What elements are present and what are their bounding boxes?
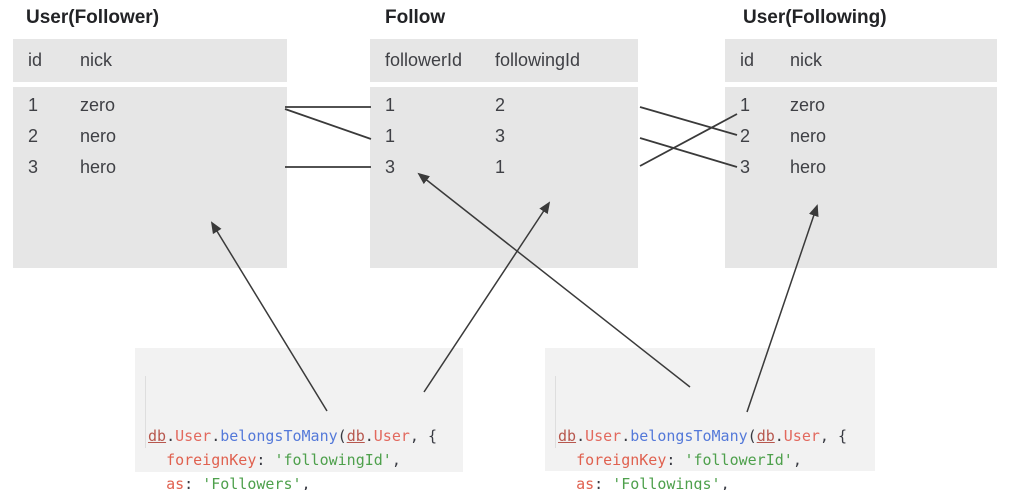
row-cell: 3 bbox=[385, 157, 396, 177]
table-header-user-following: id nick bbox=[725, 39, 997, 82]
table-body-user-following: 1 zero 2 nero 3 hero bbox=[725, 87, 997, 268]
connector-follow-row-3-followingId-1-to-following-row-1 bbox=[639, 113, 738, 167]
header-cell: followingId bbox=[495, 50, 581, 70]
code-token-str: 'Followings' bbox=[612, 475, 721, 490]
code-block-followers: db.User.belongsToMany(db.User, { foreign… bbox=[135, 348, 463, 490]
code-line: db.User.belongsToMany(db.User, { bbox=[558, 424, 875, 448]
code-token-p: : bbox=[256, 451, 275, 469]
row-cell: nero bbox=[790, 126, 827, 146]
header-cell: nick bbox=[790, 50, 823, 70]
row-cell: 3 bbox=[495, 126, 506, 146]
table-row: 1 zero bbox=[28, 90, 287, 121]
code-line: db.User.belongsToMany(db.User, { bbox=[148, 424, 463, 448]
code-token-p: . bbox=[364, 427, 374, 445]
table-body-user-follower: 1 zero 2 nero 3 hero bbox=[13, 87, 287, 268]
code-token-key: as bbox=[576, 475, 595, 490]
header-cell: id bbox=[28, 50, 43, 70]
code-token-p: . bbox=[774, 427, 784, 445]
table-row: 1 zero bbox=[740, 90, 997, 121]
code-token-var: User bbox=[175, 427, 212, 445]
connector-follower-row-1-to-follow-row-2 bbox=[284, 108, 372, 140]
table-row: 2 nero bbox=[740, 121, 997, 152]
code-token-p: ( bbox=[747, 427, 757, 445]
code-token-p: : bbox=[184, 475, 203, 490]
row-cell: nero bbox=[80, 126, 117, 146]
table-row: 3 1 bbox=[385, 152, 638, 183]
row-cell: 1 bbox=[385, 126, 396, 146]
row-cell: 3 bbox=[740, 157, 751, 177]
code-token-key: foreignKey bbox=[166, 451, 257, 469]
table-row: 1 2 bbox=[385, 90, 638, 121]
header-cell: nick bbox=[80, 50, 113, 70]
table-title-user-follower: User(Follower) bbox=[26, 7, 160, 28]
code-token-p: . bbox=[576, 427, 586, 445]
table-header-user-follower: id nick bbox=[13, 39, 287, 82]
code-lines: db.User.belongsToMany(db.User, { foreign… bbox=[148, 424, 463, 490]
code-line: foreignKey: 'followerId', bbox=[558, 448, 875, 472]
table-title-follow: Follow bbox=[385, 7, 446, 28]
code-token-p: . bbox=[211, 427, 221, 445]
code-token-str: 'followerId' bbox=[684, 451, 793, 469]
code-token-p: . bbox=[621, 427, 631, 445]
code-token-p: : bbox=[666, 451, 685, 469]
code-line: foreignKey: 'followingId', bbox=[148, 448, 463, 472]
row-cell: hero bbox=[790, 157, 827, 177]
code-token-p: . bbox=[166, 427, 176, 445]
code-token-p: : bbox=[594, 475, 613, 490]
code-token-p bbox=[148, 475, 166, 490]
row-cell: 2 bbox=[740, 126, 751, 146]
code-token-str: 'Followers' bbox=[202, 475, 302, 490]
code-token-p: , bbox=[391, 451, 401, 469]
code-token-db: db bbox=[346, 427, 365, 445]
connector-follow-row-1-followingId-2-to-following-row-2 bbox=[639, 106, 738, 136]
code-token-key: as bbox=[166, 475, 185, 490]
code-token-db: db bbox=[148, 427, 167, 445]
code-token-p bbox=[148, 451, 166, 469]
code-token-p: , bbox=[301, 475, 311, 490]
code-line: as: 'Followers', bbox=[148, 472, 463, 490]
row-cell: 2 bbox=[28, 126, 39, 146]
code-token-p: ( bbox=[337, 427, 347, 445]
code-token-p bbox=[558, 451, 576, 469]
row-cell: 1 bbox=[28, 95, 39, 115]
code-token-p: , bbox=[792, 451, 802, 469]
code-token-p: , { bbox=[819, 427, 847, 445]
code-token-db: db bbox=[756, 427, 775, 445]
code-line: as: 'Followings', bbox=[558, 472, 875, 490]
header-cell: followerId bbox=[385, 50, 463, 70]
indent-guide bbox=[555, 376, 556, 448]
code-token-fn: belongsToMany bbox=[220, 427, 338, 445]
code-token-db: db bbox=[558, 427, 577, 445]
code-token-str: 'followingId' bbox=[274, 451, 392, 469]
row-cell: 3 bbox=[28, 157, 39, 177]
row-cell: 2 bbox=[495, 95, 506, 115]
table-row: 1 3 bbox=[385, 121, 638, 152]
code-token-var: User bbox=[585, 427, 622, 445]
table-body-follow: 1 2 1 3 3 1 bbox=[370, 87, 638, 268]
header-cell: id bbox=[740, 50, 755, 70]
row-cell: 1 bbox=[385, 95, 396, 115]
table-row: 2 nero bbox=[28, 121, 287, 152]
code-token-p bbox=[558, 475, 576, 490]
connector-follow-row-2-followingId-3-to-following-row-3 bbox=[639, 137, 738, 168]
row-cell: 1 bbox=[495, 157, 506, 177]
row-cell: 1 bbox=[740, 95, 751, 115]
indent-guide bbox=[145, 376, 146, 448]
table-row: 3 hero bbox=[28, 152, 287, 183]
code-token-key: foreignKey bbox=[576, 451, 667, 469]
code-lines: db.User.belongsToMany(db.User, { foreign… bbox=[558, 424, 875, 490]
row-cell: hero bbox=[80, 157, 117, 177]
row-cell: zero bbox=[790, 95, 826, 115]
table-header-follow: followerId followingId bbox=[370, 39, 638, 82]
table-title-user-following: User(Following) bbox=[743, 7, 887, 28]
row-cell: zero bbox=[80, 95, 116, 115]
table-row: 3 hero bbox=[740, 152, 997, 183]
code-token-var: User bbox=[783, 427, 820, 445]
code-token-p: , { bbox=[409, 427, 437, 445]
code-block-followings: db.User.belongsToMany(db.User, { foreign… bbox=[545, 348, 875, 490]
code-token-var: User bbox=[373, 427, 410, 445]
code-token-fn: belongsToMany bbox=[630, 427, 748, 445]
code-token-p: , bbox=[720, 475, 730, 490]
